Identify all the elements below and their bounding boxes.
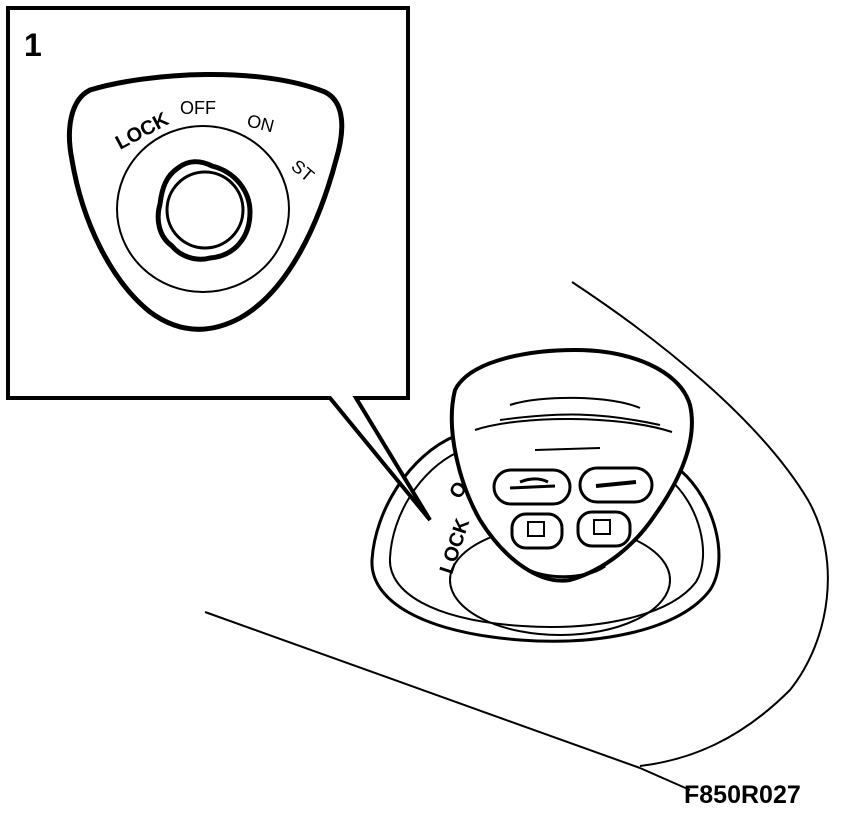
fob-top-face xyxy=(499,396,661,426)
fob-bottom-detail xyxy=(524,564,606,579)
console-label-lock: LOCK xyxy=(436,515,475,576)
inset-label-off: OFF xyxy=(180,98,216,118)
key-fob xyxy=(449,347,694,583)
fob-icon-left xyxy=(527,521,545,537)
console-lower-edge xyxy=(204,611,641,769)
figure-code: F850R027 xyxy=(684,781,801,809)
callout-frame xyxy=(6,6,432,522)
console-upper-edge xyxy=(571,281,829,767)
inset-key-cylinder-inner xyxy=(165,170,245,250)
fob-slot-line xyxy=(534,447,601,451)
callout-number: 1 xyxy=(24,27,42,63)
console-outline xyxy=(204,281,829,791)
fob-icon-right xyxy=(593,519,611,535)
inset-switch-ring xyxy=(116,125,290,293)
fob-top-rim xyxy=(474,418,673,433)
fob-button-lock-symbol xyxy=(595,480,637,488)
inset-switch-bezel xyxy=(66,72,345,332)
figure-code-leader xyxy=(639,767,691,791)
callout-inset: 1 LOCK OFF ON ST xyxy=(6,6,432,522)
inset-key-cylinder-outer xyxy=(155,159,253,262)
fob-button-unlock-symbol xyxy=(509,477,556,490)
fob-body xyxy=(449,347,694,583)
